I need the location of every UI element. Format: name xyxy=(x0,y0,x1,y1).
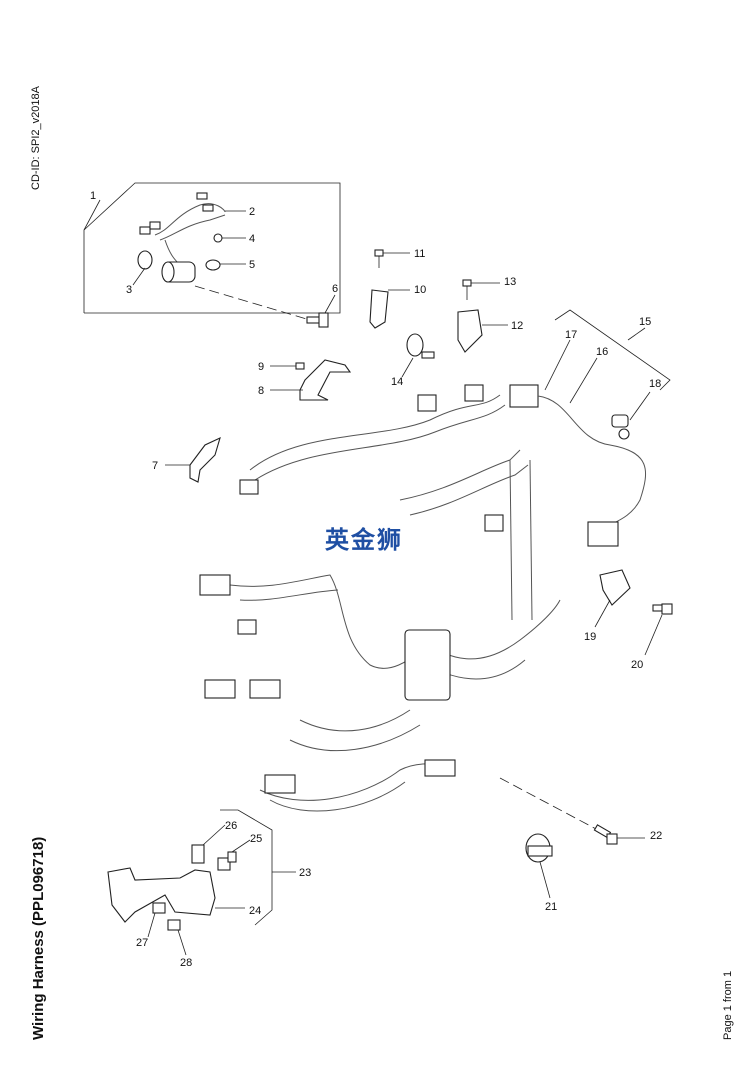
callout-3: 3 xyxy=(126,284,132,296)
page-number: Page 1 from 1 xyxy=(722,970,734,1040)
bracket-12 xyxy=(457,279,483,353)
callout-6: 6 xyxy=(332,283,338,295)
callout-12: 12 xyxy=(511,320,523,332)
clip-14 xyxy=(406,333,435,359)
bracket-19 xyxy=(599,569,631,606)
group-bracket-15 xyxy=(554,309,671,391)
callout-28: 28 xyxy=(180,957,192,969)
callout-9: 9 xyxy=(258,361,264,373)
main-wiring-harness xyxy=(199,384,561,812)
callout-22: 22 xyxy=(650,830,662,842)
page-title: Wiring Harness (PPL096718) xyxy=(30,836,47,1040)
callout-1: 1 xyxy=(90,190,96,202)
callout-23: 23 xyxy=(299,867,311,879)
callout-5: 5 xyxy=(249,259,255,271)
bolt-28 xyxy=(167,919,181,931)
callout-25: 25 xyxy=(250,833,262,845)
callout-26: 26 xyxy=(225,820,237,832)
group-bracket-23 xyxy=(220,809,273,926)
callout-2: 2 xyxy=(249,206,255,218)
group-bracket-1 xyxy=(83,182,341,314)
bolt-20 xyxy=(652,603,673,615)
callout-8: 8 xyxy=(258,385,264,397)
callout-21: 21 xyxy=(545,901,557,913)
sensor-26 xyxy=(191,844,205,864)
sensor-25 xyxy=(217,851,237,871)
callout-13: 13 xyxy=(504,276,516,288)
bracket-8 xyxy=(295,359,352,401)
callout-10: 10 xyxy=(414,284,426,296)
callout-15: 15 xyxy=(639,316,651,328)
cd-id-label: CD-ID: SPI2_v2018A xyxy=(30,86,42,190)
sensor-harness-assembly xyxy=(137,192,226,283)
callout-17: 17 xyxy=(565,329,577,341)
callout-7: 7 xyxy=(152,460,158,472)
bolt-27 xyxy=(152,902,166,914)
bolt-6 xyxy=(306,312,329,328)
callout-4: 4 xyxy=(249,233,255,245)
bracket-24 xyxy=(107,867,216,923)
watermark: 英金狮 xyxy=(325,526,403,554)
bolt-22 xyxy=(593,824,618,845)
bracket-7 xyxy=(189,436,221,483)
callout-19: 19 xyxy=(584,631,596,643)
bracket-10 xyxy=(369,249,389,329)
callout-16: 16 xyxy=(596,346,608,358)
callout-24: 24 xyxy=(249,905,261,917)
callout-11: 11 xyxy=(414,248,425,260)
clamp-21 xyxy=(525,833,553,863)
sensor-18 xyxy=(611,414,630,440)
sensor-cable-16 xyxy=(509,384,646,547)
callout-18: 18 xyxy=(649,378,661,390)
callout-14: 14 xyxy=(391,376,403,388)
callout-20: 20 xyxy=(631,659,643,671)
callout-27: 27 xyxy=(136,937,148,949)
